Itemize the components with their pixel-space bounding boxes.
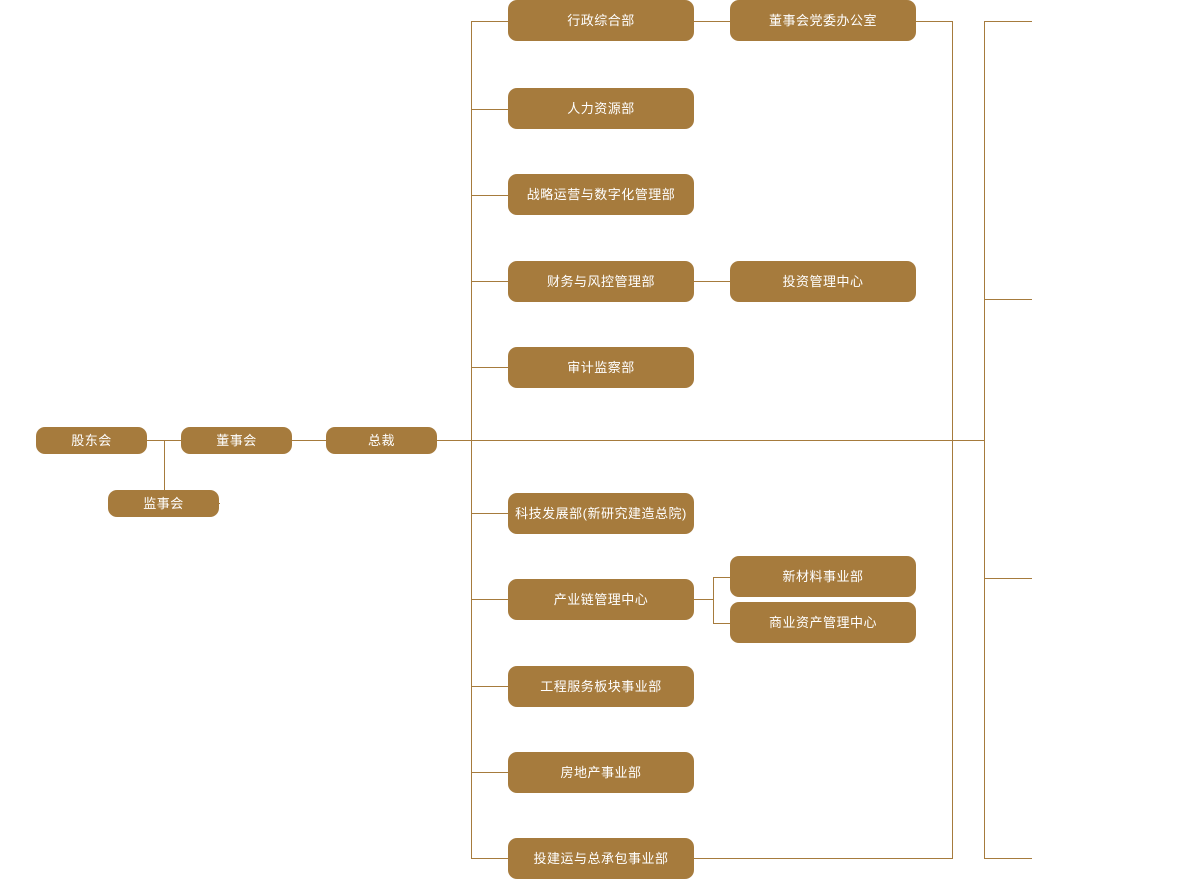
node-tech[interactable]: 科技发展部(新研究建造总院) [508,493,694,534]
connector-finance-to-investment [694,281,730,282]
connector-supervisors-drop [164,440,165,504]
connector-branch-audit [471,367,509,368]
node-shareholders[interactable]: 股东会 [36,427,147,454]
node-label: 商业资产管理中心 [768,615,877,630]
connector-branch-admin [471,21,509,22]
node-audit[interactable]: 审计监察部 [508,347,694,388]
connector-outer-stub-mid-upper [984,299,1032,300]
node-label: 战略运营与数字化管理部 [526,187,676,202]
node-label: 行政综合部 [567,13,635,28]
connector-inner-rail-bottom-stub [694,858,952,859]
connector-branch-supply-chain [471,599,509,600]
node-president[interactable]: 总裁 [326,427,437,454]
node-label: 新材料事业部 [782,569,864,584]
node-supply-chain[interactable]: 产业链管理中心 [508,579,694,620]
connector-bracket-to-asset [713,623,730,624]
connector-outer-rail [984,21,985,859]
connector-bracket-to-materials [713,577,730,578]
node-label: 董事会 [216,433,257,448]
connector-admin-to-party [694,21,730,22]
connector-branch-hr [471,109,509,110]
node-admin[interactable]: 行政综合部 [508,0,694,41]
node-investment[interactable]: 投资管理中心 [730,261,916,302]
node-label: 财务与风控管理部 [546,274,655,289]
node-label: 审计监察部 [567,360,635,375]
node-real-estate[interactable]: 房地产事业部 [508,752,694,793]
node-supervisors[interactable]: 监事会 [108,490,219,517]
connector-branch-tech [471,513,509,514]
node-engineering[interactable]: 工程服务板块事业部 [508,666,694,707]
node-finance[interactable]: 财务与风控管理部 [508,261,694,302]
node-label: 人力资源部 [567,101,635,116]
connector-board-to-president [292,440,326,441]
node-label: 总裁 [367,433,395,448]
connector-inner-rail [952,21,953,859]
node-label: 董事会党委办公室 [768,13,877,28]
node-label: 科技发展部(新研究建造总院) [515,506,687,521]
node-board-party[interactable]: 董事会党委办公室 [730,0,916,41]
connector-supply-bracket [713,577,714,623]
connector-branch-real-estate [471,772,509,773]
connector-outer-stub-top [984,21,1032,22]
node-hr[interactable]: 人力资源部 [508,88,694,129]
connector-supply-to-bracket [694,599,713,600]
node-label: 监事会 [143,496,184,511]
connector-branch-finance [471,281,509,282]
connector-president-to-rail [437,440,984,441]
node-label: 投资管理中心 [782,274,864,289]
connector-outer-stub-bottom [984,858,1032,859]
node-commercial-asset[interactable]: 商业资产管理中心 [730,602,916,643]
node-board[interactable]: 董事会 [181,427,292,454]
connector-main-rail [471,21,472,859]
node-label: 产业链管理中心 [553,592,649,607]
connector-branch-strategy [471,195,509,196]
node-new-materials[interactable]: 新材料事业部 [730,556,916,597]
node-label: 工程服务板块事业部 [540,679,662,694]
node-label: 投建运与总承包事业部 [533,851,669,866]
connector-inner-rail-top-stub [916,21,952,22]
node-label: 股东会 [71,433,112,448]
node-strategy[interactable]: 战略运营与数字化管理部 [508,174,694,215]
connector-outer-stub-mid-lower [984,578,1032,579]
connector-branch-epc [471,858,509,859]
node-label: 房地产事业部 [560,765,642,780]
connector-branch-engineering [471,686,509,687]
node-epc[interactable]: 投建运与总承包事业部 [508,838,694,879]
